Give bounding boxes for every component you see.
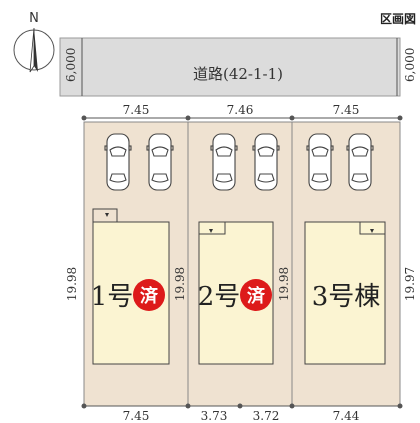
parking-car-icon — [306, 133, 334, 191]
lot-1-right-dim: 19.98 — [173, 267, 187, 301]
lot-2-bottom-dim-a: 3.73 — [201, 409, 228, 423]
lot-2-right-dim: 19.98 — [277, 267, 291, 301]
lot-3-name: 3号棟 — [312, 282, 381, 312]
plan-title: 区画図 — [379, 12, 416, 26]
lot-1-top-dim: 7.45 — [123, 103, 150, 117]
parking-car-icon — [146, 133, 174, 191]
parking-car-icon — [252, 133, 280, 191]
lot-3 — [291, 121, 401, 407]
road-width-right: 6,000 — [403, 48, 417, 82]
road-area — [59, 37, 401, 97]
lot-1-sold-mark: 済 — [140, 285, 159, 307]
lot-2-sold-badge: 済 — [240, 279, 272, 311]
lot-3-right-dim: 19.97 — [403, 267, 417, 301]
lot-3-top-dim: 7.45 — [333, 103, 360, 117]
house-footprint — [304, 221, 386, 365]
lot-2-bottom-dim-b: 3.72 — [253, 409, 280, 423]
road-label: 道路(42-1-1) — [193, 65, 283, 83]
lot-1 — [83, 121, 189, 407]
lot-1-bottom-dim: 7.45 — [123, 409, 150, 423]
lot-2-sold-mark: 済 — [247, 285, 266, 307]
lot-1-sold-badge: 済 — [133, 279, 165, 311]
parking-car-icon — [210, 133, 238, 191]
north-arrow-icon: N — [13, 11, 55, 73]
lot-3-bottom-dim: 7.44 — [333, 409, 360, 423]
lot-2-top-dim: 7.46 — [227, 103, 254, 117]
compass-label: N — [29, 11, 39, 26]
road-width-left: 6,000 — [64, 48, 78, 82]
lot-1-left-dim: 19.98 — [65, 267, 79, 301]
parking-car-icon — [104, 133, 132, 191]
parking-car-icon — [346, 133, 374, 191]
